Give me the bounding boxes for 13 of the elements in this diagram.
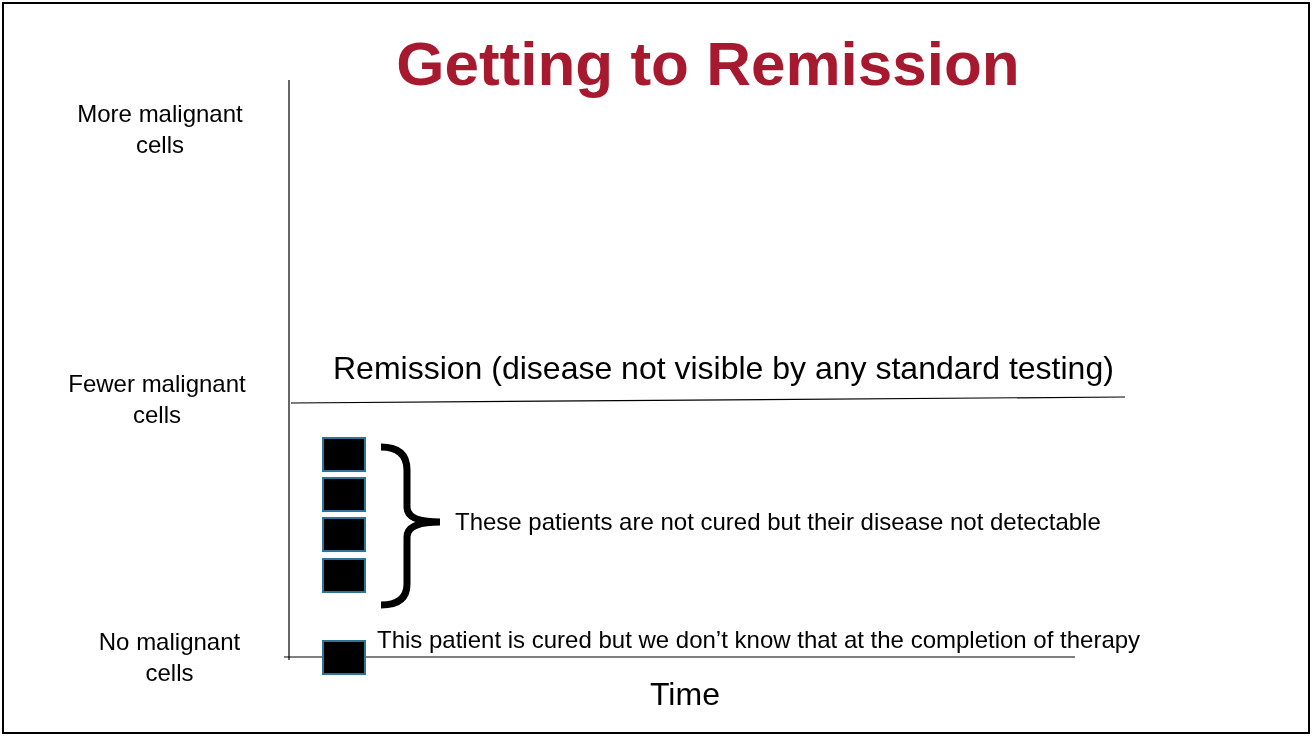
annotation-text: These patients are not cured but their disease not detectable <box>455 507 1101 537</box>
annotation-text: This patient is cured but we don’t know that at the completion of therapy <box>377 625 1141 655</box>
patient-square <box>322 640 366 675</box>
threshold-label: Remission (disease not visible by any standard testing) <box>333 349 1114 388</box>
patient-square <box>322 517 366 552</box>
axis-label: No malignant cells <box>97 627 242 689</box>
axis-title: Time <box>650 675 720 714</box>
patient-square <box>322 558 366 593</box>
axis-label: Fewer malignant cells <box>67 369 247 431</box>
patient-square <box>322 437 366 472</box>
patient-square <box>322 477 366 512</box>
title: Getting to Remission <box>395 28 1021 99</box>
axis-label: More malignant cells <box>76 99 244 161</box>
